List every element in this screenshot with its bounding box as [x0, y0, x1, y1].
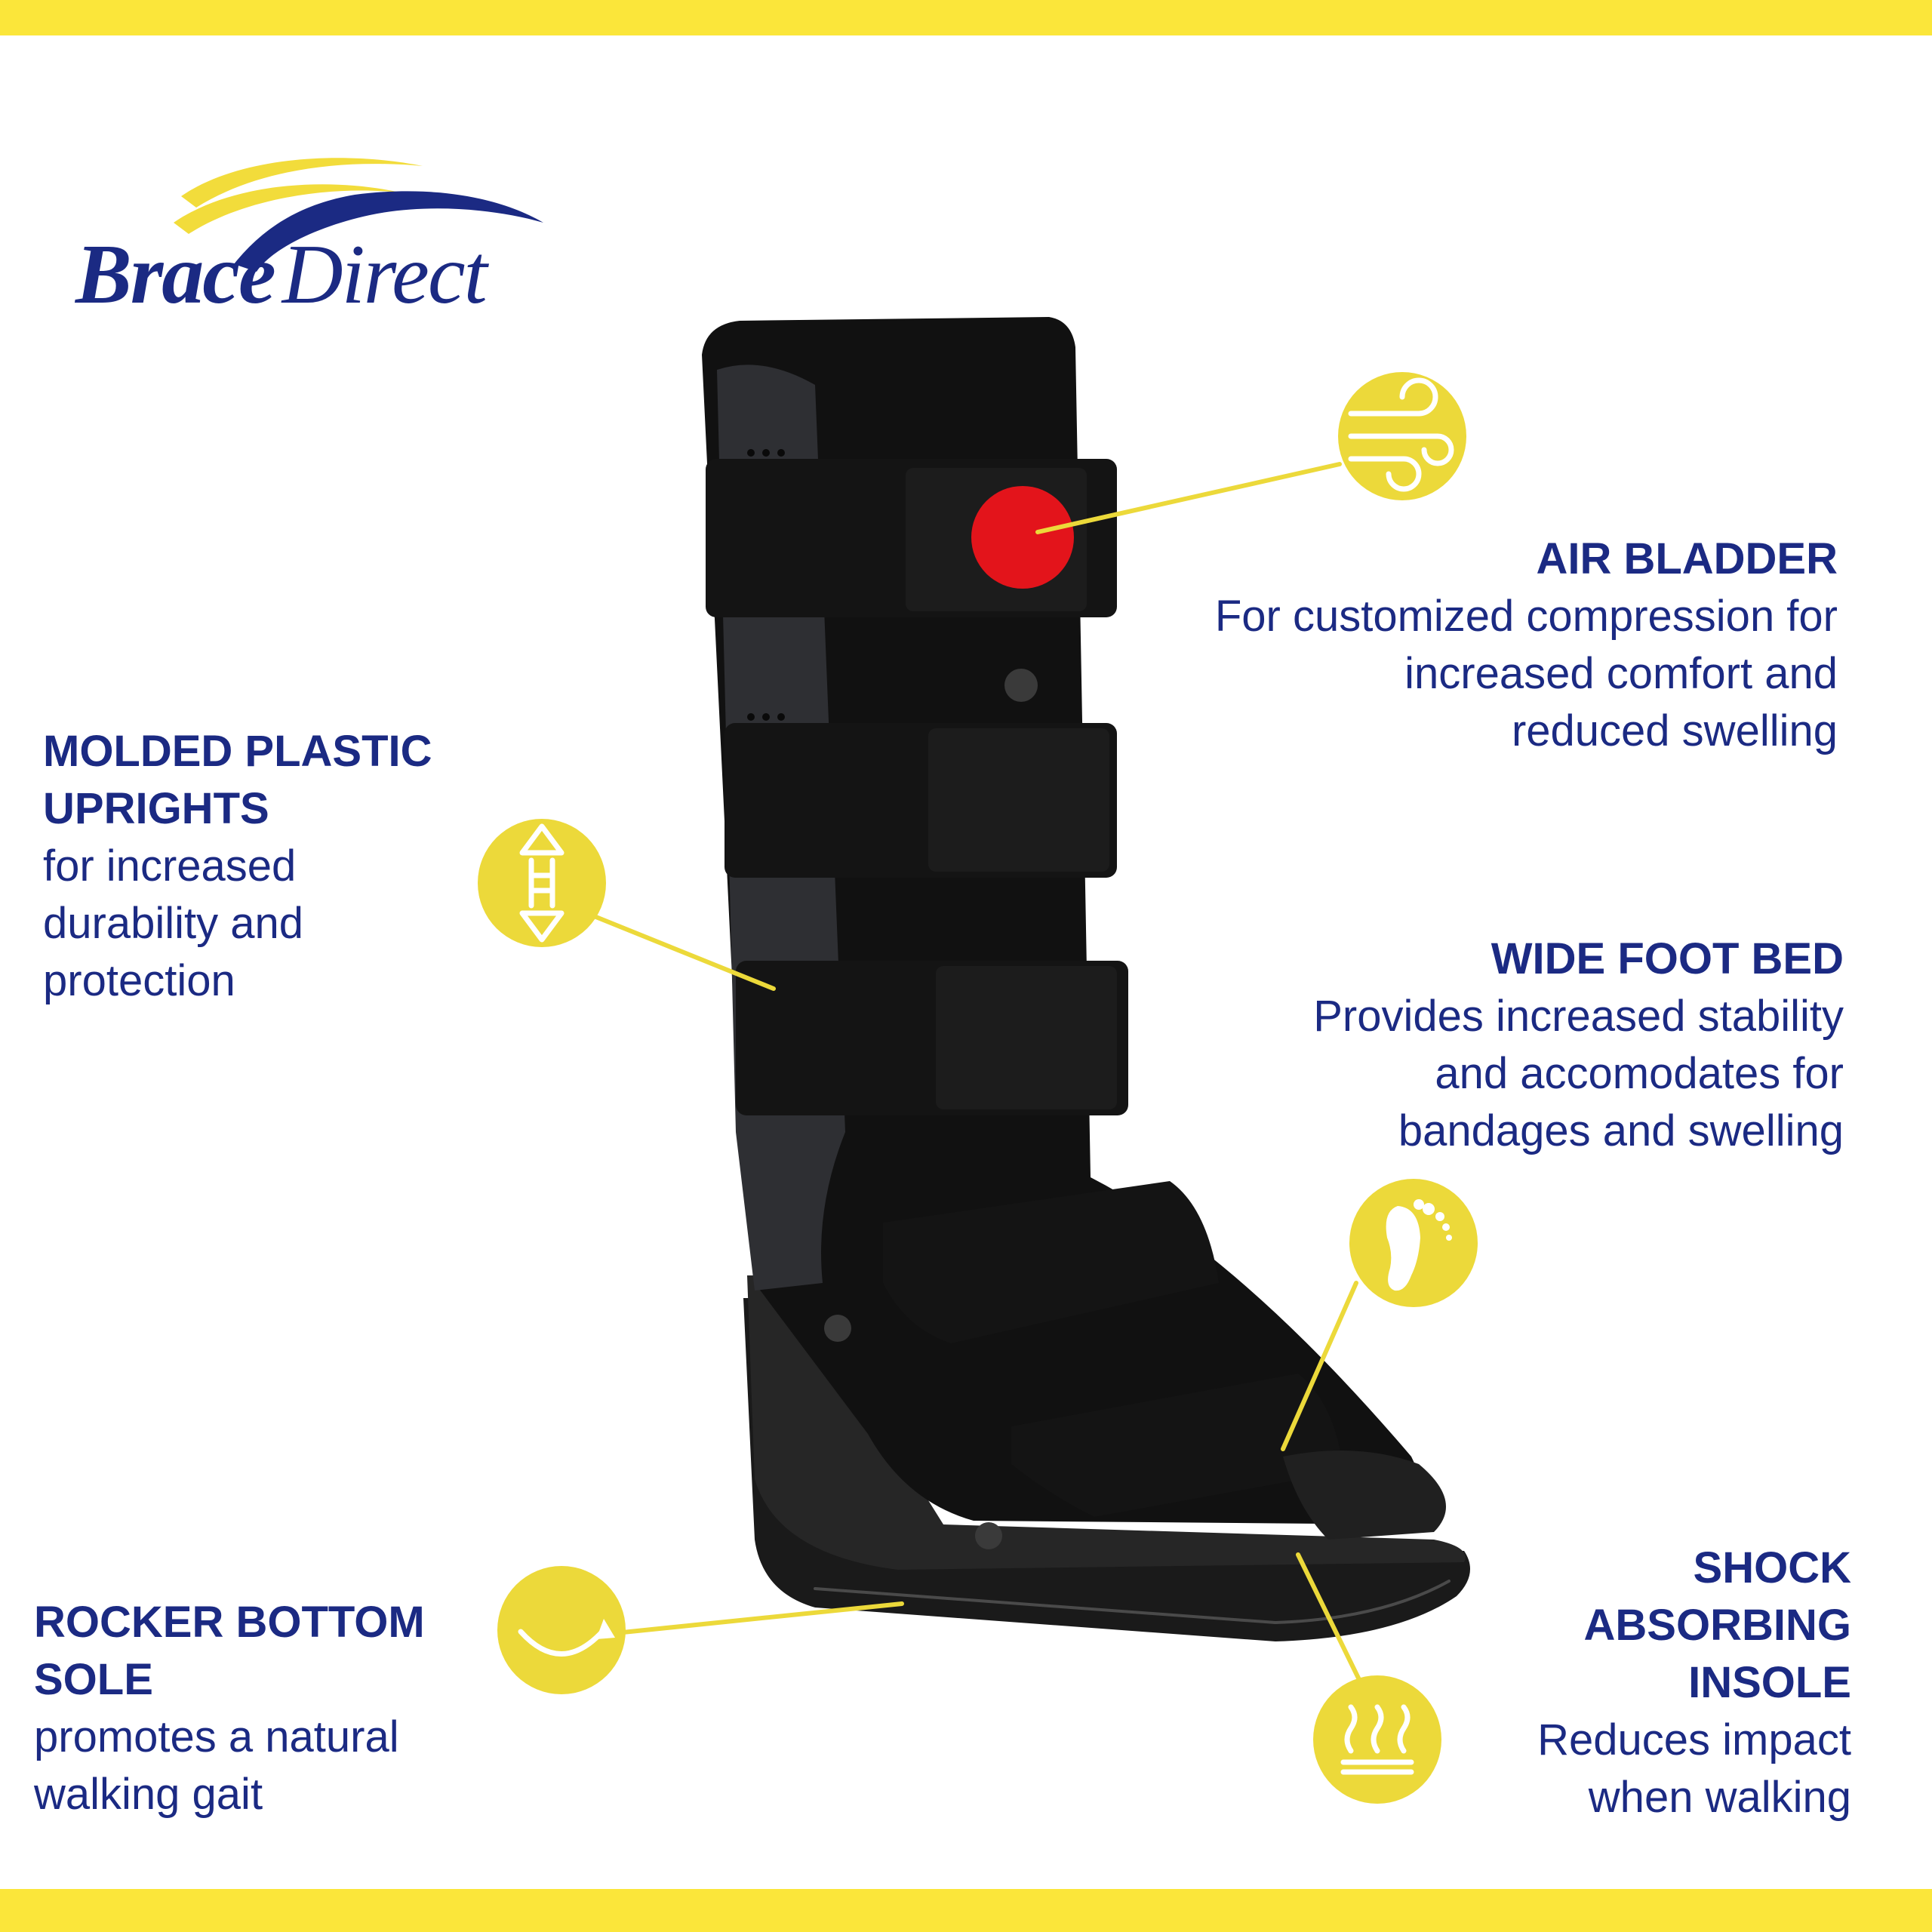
feature-wide-foot-bed: WIDE FOOT BED Provides increased stabili… — [1089, 931, 1844, 1160]
feature-title-line: UPRIGHTS — [43, 784, 269, 833]
top-yellow-band — [0, 0, 1932, 35]
air-bladder-pump — [971, 486, 1074, 589]
feature-desc-line: bandages and swelling — [1398, 1106, 1844, 1155]
logo-swoosh-icon — [174, 158, 543, 272]
feature-desc-line: and accomodates for — [1435, 1049, 1844, 1098]
callout-line-air — [1035, 462, 1342, 534]
feature-desc-line: For customized compression for — [1214, 592, 1838, 641]
boot-sole-edge — [814, 1580, 1451, 1624]
callout-line-shock — [1296, 1552, 1367, 1693]
wind-air-icon — [1338, 372, 1466, 500]
valve-button — [1004, 669, 1038, 702]
callout-line-rocker — [620, 1601, 904, 1635]
brace-direct-logo: BraceDirect — [75, 151, 543, 325]
feature-desc-line: walking gait — [34, 1770, 263, 1819]
logo-wordmark: BraceDirect — [75, 232, 488, 317]
rivet — [824, 1315, 851, 1342]
logo-word-brace: Brace — [75, 228, 276, 321]
feature-desc-line: Reduces impact — [1537, 1715, 1851, 1764]
rivet — [975, 1522, 1002, 1549]
strap-3-loop — [936, 966, 1117, 1109]
feature-title-line: ABSORBING — [1583, 1601, 1851, 1650]
feature-title: WIDE FOOT BED — [1491, 934, 1844, 983]
feature-desc-line: promotes a natural — [34, 1712, 399, 1761]
callout-line-molded — [571, 906, 776, 991]
feature-title-line: SHOCK — [1693, 1543, 1851, 1592]
strap-2-loop — [928, 728, 1109, 872]
feature-title-line: SOLE — [34, 1655, 153, 1704]
feature-desc-line: reduced swelling — [1511, 706, 1838, 755]
logo-word-direct: Direct — [281, 228, 488, 321]
feature-desc-line: when walking — [1588, 1773, 1851, 1822]
feature-title-line: MOLDED PLASTIC — [43, 727, 432, 776]
bottom-yellow-band — [0, 1889, 1932, 1932]
boot-liner — [702, 317, 1421, 1524]
feature-desc-line: protection — [43, 956, 235, 1005]
vertical-arrows-icon — [478, 819, 606, 947]
feature-molded-uprights: MOLDED PLASTIC UPRIGHTS for increased du… — [43, 723, 586, 1010]
feature-desc-line: for increased — [43, 841, 297, 891]
heat-waves-icon — [1313, 1675, 1441, 1804]
curved-arrow-icon — [497, 1566, 626, 1694]
foot-strap-lower — [1011, 1374, 1343, 1517]
feature-desc-line: increased comfort and — [1404, 649, 1838, 698]
callout-line-wide — [1281, 1281, 1358, 1451]
feature-shock-insole: SHOCK ABSORBING INSOLE Reduces impact wh… — [1398, 1540, 1851, 1826]
feature-rocker-sole: ROCKER BOTTOM SOLE promotes a natural wa… — [34, 1594, 562, 1823]
feature-title-line: INSOLE — [1688, 1658, 1851, 1707]
toe-opening — [1283, 1451, 1446, 1540]
foot-strap-upper — [883, 1181, 1219, 1343]
feature-desc-line: Provides increased stability — [1313, 992, 1844, 1041]
footprint-icon — [1349, 1179, 1478, 1307]
feature-title-line: ROCKER BOTTOM — [34, 1598, 425, 1647]
feature-title: AIR BLADDER — [1536, 534, 1838, 583]
feature-air-bladder: AIR BLADDER For customized compression f… — [1083, 531, 1838, 760]
feature-desc-line: durability and — [43, 899, 303, 948]
